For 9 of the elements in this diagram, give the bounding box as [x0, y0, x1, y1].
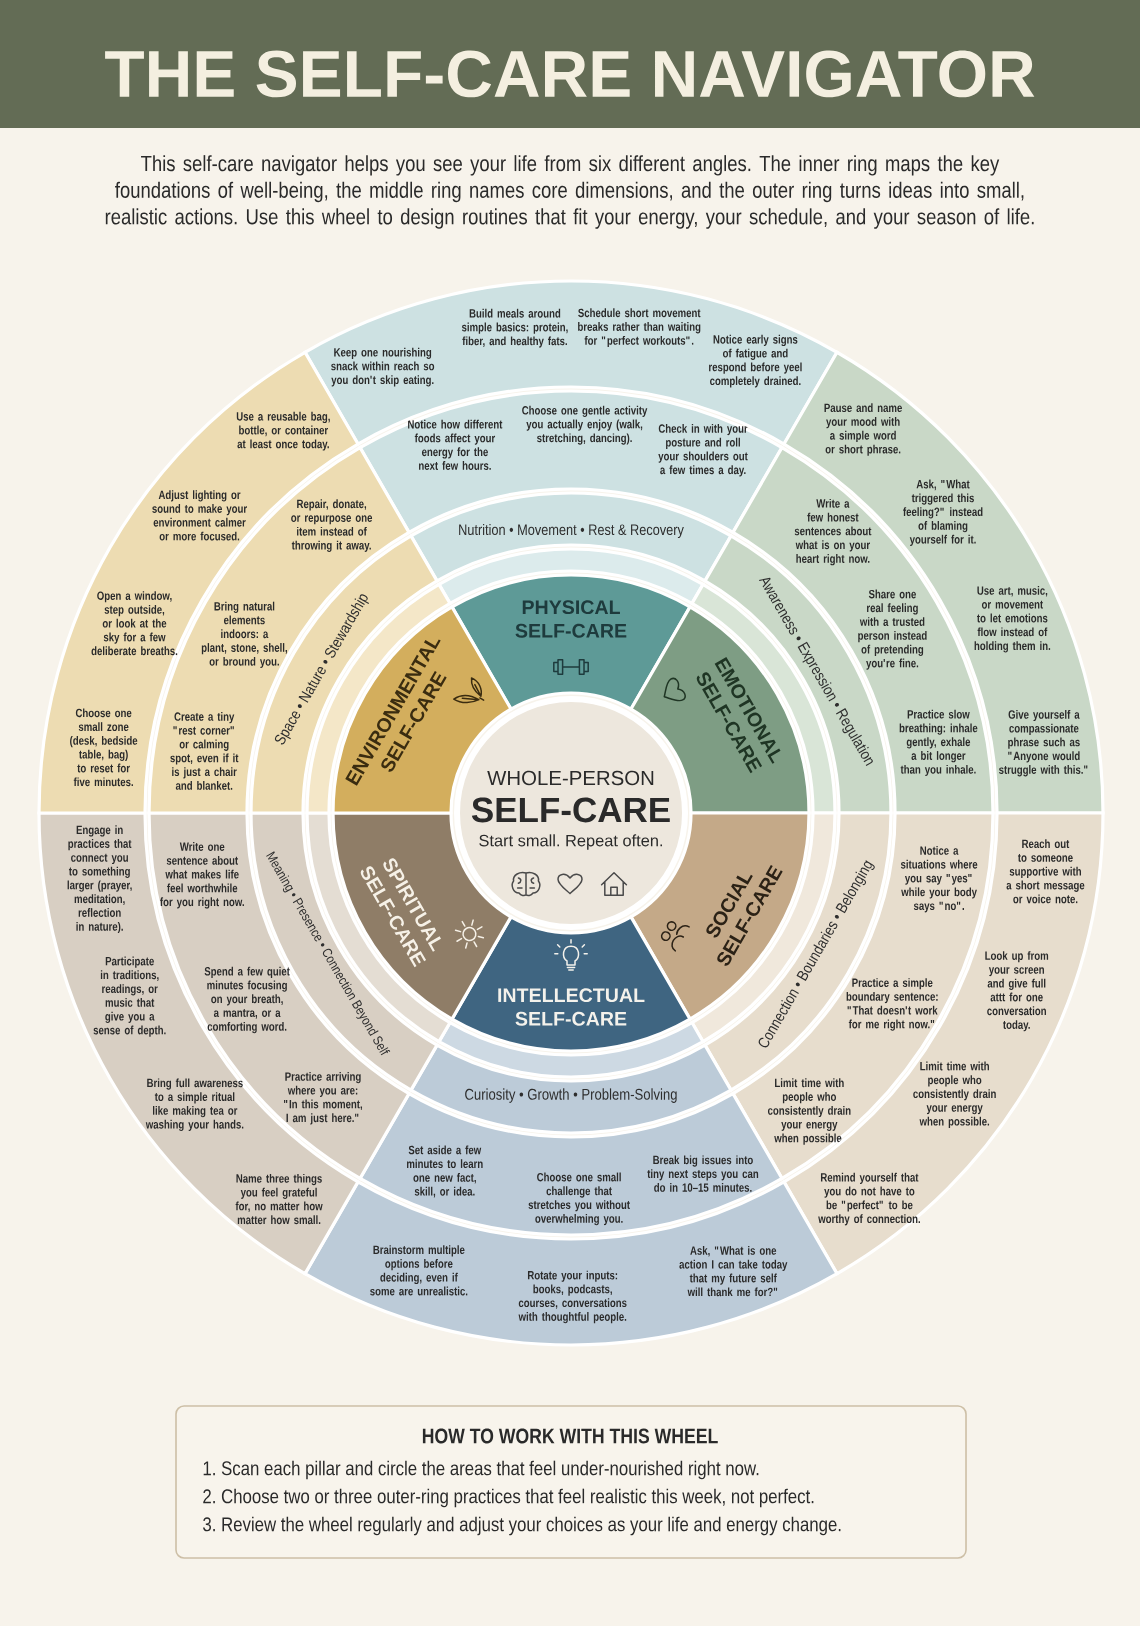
title-banner: THE SELF-CARE NAVIGATOR — [0, 0, 1140, 128]
list-item: 3. Review the wheel regularly and adjust your choices as your life and energy change. — [203, 1516, 841, 1536]
list-item: 1. Scan each pillar and circle the areas that feel under-nourished right now. — [203, 1460, 759, 1480]
intro-text: This self-care navigator helps you see your life from six different angles. The inner ring maps the key foundations of well-being, the middle ring names core dimensions, and the outer ring turns ideas into small, realistic actions. Use this wheel to design routines that fit your energy, your schedule, and your season of life. — [105, 155, 1034, 229]
box-heading: HOW TO WORK WITH THIS WHEEL — [422, 1428, 718, 1444]
small-heading: WHOLE-PERSON — [487, 770, 654, 786]
main-heading: SELF-CARE — [471, 797, 670, 823]
list-item: 2. Choose two or three outer-ring practices that feel realistic this week, not perfect. — [203, 1488, 814, 1508]
tagline: Start small. Repeat often. — [479, 834, 662, 850]
